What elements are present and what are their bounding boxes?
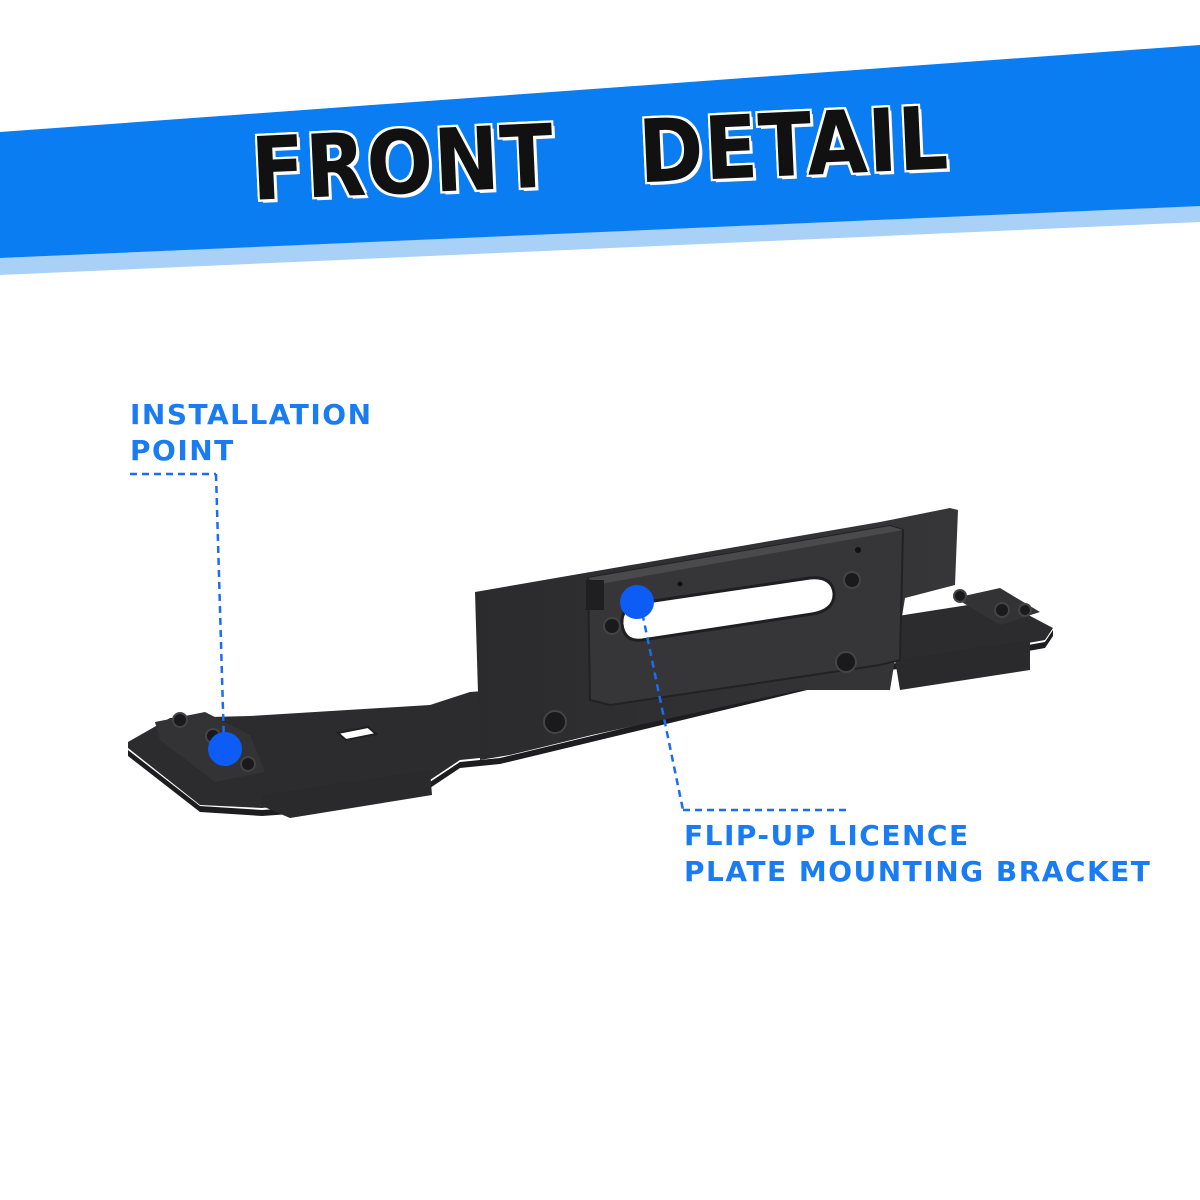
label-line: FLIP-UP LICENCE (684, 819, 970, 852)
bolt (543, 710, 567, 734)
label-line: PLATE MOUNTING BRACKET (684, 855, 1152, 888)
title-banner (0, 45, 1200, 275)
frame-hole (855, 547, 861, 553)
right-foot (895, 640, 1030, 690)
winch-mount-plate (128, 508, 1053, 818)
bolt (172, 712, 188, 728)
frame-hole (677, 581, 683, 587)
leader-vertical (214, 473, 226, 745)
bolt (240, 756, 256, 772)
bolt (953, 589, 967, 603)
square-cutout (335, 725, 379, 742)
bolt (994, 602, 1010, 618)
installation-point-label: INSTALLATION POINT (130, 397, 373, 469)
left-foot (262, 770, 432, 818)
bolts (172, 571, 1032, 772)
banner-light-stripe (0, 205, 1200, 275)
frame-top-rail (588, 526, 903, 584)
bolt (1018, 603, 1032, 617)
bolt (843, 571, 861, 589)
flip-up-bracket-callout (620, 585, 848, 812)
flip-up-bracket-label: FLIP-UP LICENCE PLATE MOUNTING BRACKET (684, 818, 1151, 890)
bolt (603, 617, 621, 635)
banner-blue-stripe (0, 45, 1200, 258)
installation-point-callout (130, 472, 242, 766)
flip-up-bracket-marker[interactable] (620, 585, 654, 619)
bolt (835, 651, 857, 673)
installation-point-marker[interactable] (208, 732, 242, 766)
label-line: POINT (130, 434, 235, 467)
hinge-block (586, 580, 604, 610)
cable-slot (620, 576, 836, 642)
label-line: INSTALLATION (130, 398, 373, 431)
